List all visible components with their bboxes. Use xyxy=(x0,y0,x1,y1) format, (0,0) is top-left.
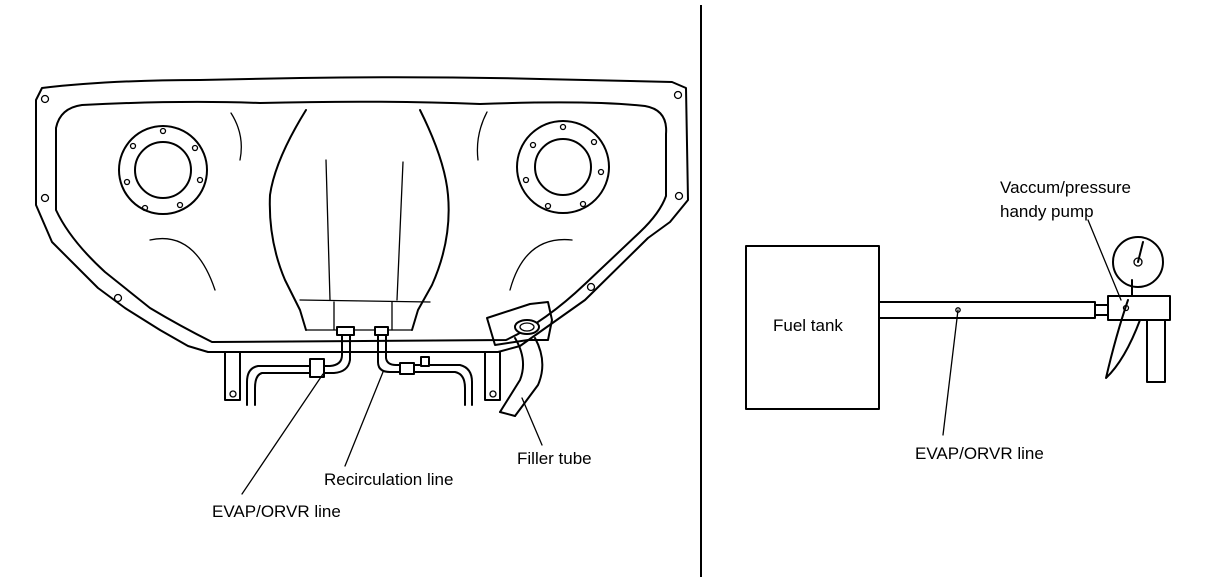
label-fuel-tank: Fuel tank xyxy=(773,316,843,335)
mounting-brackets xyxy=(224,351,501,401)
leader-pump xyxy=(1087,219,1122,301)
handy-pump xyxy=(1105,236,1171,383)
leader-evap-orvr xyxy=(241,373,324,495)
label-pump-line2: handy pump xyxy=(1000,202,1094,221)
leader-filler-tube xyxy=(521,397,543,446)
label-filler-tube: Filler tube xyxy=(517,449,592,468)
label-evap-orvr-line-left: EVAP/ORVR line xyxy=(212,502,341,521)
evap-orvr-hose xyxy=(246,326,355,406)
label-pump-line1: Vaccum/pressure xyxy=(1000,178,1131,197)
filler-tube xyxy=(486,301,553,417)
tank-inner-outline xyxy=(55,100,668,343)
center-tunnel xyxy=(149,109,573,331)
recirculation-hose xyxy=(374,326,473,406)
right-sender-unit xyxy=(516,120,610,214)
leader-evap-orvr-right xyxy=(942,309,959,436)
pipe-connector xyxy=(1094,304,1109,316)
label-evap-orvr-line-right: EVAP/ORVR line xyxy=(915,444,1044,463)
label-recirculation-line: Recirculation line xyxy=(324,470,453,489)
tank-outer-flange xyxy=(35,76,689,353)
flange-mounting-holes xyxy=(40,90,684,303)
fuel-tank-box xyxy=(745,245,880,410)
pressure-gauge xyxy=(1112,236,1164,288)
leader-recirculation xyxy=(344,371,384,467)
evap-orvr-pipe xyxy=(878,301,1096,319)
fuel-tank-underside-drawing xyxy=(35,76,689,495)
left-sender-unit xyxy=(118,125,208,215)
pressure-test-schematic xyxy=(745,219,1171,436)
